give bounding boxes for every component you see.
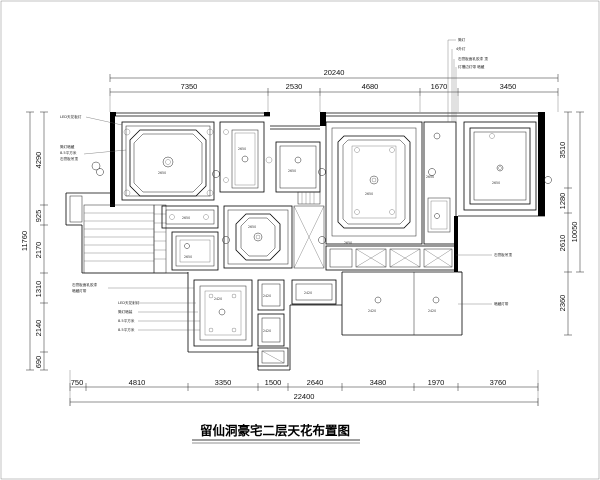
dim-bottom-4: 1500 (265, 378, 282, 387)
dim-bottom-total: 22400 (294, 392, 315, 401)
dim-bottom-6: 3480 (370, 378, 387, 387)
outer-walls (65, 112, 545, 371)
closet-ceiling: 2650 (219, 121, 273, 193)
note-top-2: 4外灯 (456, 46, 466, 51)
bottom-bedroom-ceiling: 2420 (193, 279, 253, 347)
note-left-10: 8.5平方米 (118, 327, 135, 332)
note-left-3: 8.5平方米 (60, 150, 77, 155)
dim-bottom-5: 2640 (307, 378, 324, 387)
elev-4: 2650 (365, 192, 373, 196)
dim-left-1: 4290 (34, 152, 43, 169)
living-room-ceiling: 2650 (325, 121, 423, 245)
bedroom-right-ceiling: 2650 (463, 121, 537, 211)
elev-9: 2650 (184, 255, 192, 259)
note-left-5: 石膏板面乳胶漆 (72, 282, 98, 287)
bottom-bath-ceiling: 2420 2420 2420 (257, 279, 337, 367)
elev-5: 2650 (426, 175, 434, 179)
hall-ceiling: 2650 (293, 205, 457, 271)
bottom-right-ceiling: 2420 2420 (368, 272, 440, 335)
dim-left-4: 1310 (34, 281, 43, 298)
dim-bottom-3: 3350 (215, 378, 232, 387)
master-bedroom-ceiling: 2650 (121, 121, 215, 201)
note-left-2: 筒灯暗藏 (60, 144, 75, 149)
dim-bottom-2: 4810 (129, 378, 146, 387)
dim-bottom-8: 3760 (490, 378, 507, 387)
study-ceiling: 2650 (275, 141, 321, 205)
kitchen-ceiling: 2650 2650 (161, 205, 219, 271)
note-right-1: 石膏板吊顶 (494, 252, 512, 257)
dim-top-2: 2530 (286, 82, 303, 91)
dim-right-1: 3510 (558, 142, 567, 159)
drawing-title: 留仙洞豪宅二层天花布置图 (200, 423, 350, 438)
dim-top-1: 7350 (181, 82, 198, 91)
dim-bottom-1: 750 (71, 378, 84, 387)
elev-16: 2420 (304, 291, 312, 295)
dim-left-6: 690 (34, 356, 43, 369)
dim-bottom-7: 1970 (428, 378, 445, 387)
note-left-9: 8.5平方米 (118, 318, 135, 323)
left-dimensions: 11760 4290 925 2170 1310 2140 690 (20, 111, 48, 371)
top-callouts: 筒灯 4外灯 石膏板面乳胶漆 顶 灯槽边灯带 暗藏 (447, 37, 488, 122)
note-top-1: 筒灯 (458, 37, 466, 42)
right-callouts: 石膏板吊顶 暗藏灯带 (456, 252, 512, 306)
note-left-8: 筒灯暗装 (118, 309, 133, 314)
dim-left-total: 11760 (20, 231, 29, 251)
elev-10: 2650 (344, 241, 352, 245)
dim-right-5: 2360 (558, 295, 567, 312)
note-top-3: 石膏板面乳胶漆 顶 (458, 56, 488, 61)
note-left-4: 石膏板吊顶 (60, 156, 78, 161)
corridor-right-ceiling: 2650 (423, 121, 457, 245)
dining-ceiling: 2650 (223, 205, 293, 269)
dim-top-4: 1670 (431, 82, 448, 91)
elev-6: 2650 (492, 181, 500, 185)
dim-top-3: 4680 (362, 82, 379, 91)
elev-2: 2650 (238, 147, 246, 151)
elev-7: 2650 (248, 225, 256, 229)
dim-left-5: 2140 (34, 320, 43, 337)
note-left-7: LED天花射灯 (118, 300, 140, 305)
dim-right-4: 2610 (558, 235, 567, 252)
elev-14: 2420 (263, 294, 271, 298)
top-dimensions: 20240 7350 2530 4680 1670 3450 (109, 68, 559, 112)
dim-left-2: 925 (34, 210, 43, 223)
elev-13: 2420 (214, 297, 222, 301)
balcony-stair (69, 161, 167, 274)
dim-left-3: 2170 (34, 242, 43, 259)
dim-top-total: 20240 (324, 68, 345, 77)
note-left-1: LED天花板灯 (60, 114, 82, 119)
note-top-4: 灯槽边灯带 暗藏 (458, 64, 485, 69)
right-dimensions: 3510 1280 2610 2360 10050 (558, 111, 584, 336)
left-callouts: LED天花板灯 筒灯暗藏 8.5平方米 石膏板吊顶 石膏板面乳胶漆 暗藏灯带 L… (60, 114, 200, 332)
elev-18: 2420 (428, 309, 436, 313)
dim-right-2: 1280 (558, 193, 567, 210)
note-right-2: 暗藏灯带 (494, 301, 509, 306)
elev-17: 2420 (368, 309, 376, 313)
title-block: 留仙洞豪宅二层天花布置图 (192, 423, 360, 444)
elev-8: 2650 (182, 216, 190, 220)
note-left-6: 暗藏灯带 (72, 288, 87, 293)
elev-1: 2650 (158, 171, 166, 175)
elev-15: 2420 (263, 329, 271, 333)
dim-top-5: 3450 (500, 82, 517, 91)
axis-markers (96, 168, 552, 244)
elev-3: 2650 (288, 169, 296, 173)
bottom-dimensions: 750 4810 3350 1500 2640 3480 1970 3760 2… (69, 370, 539, 406)
dim-right-3: 10050 (570, 222, 579, 243)
